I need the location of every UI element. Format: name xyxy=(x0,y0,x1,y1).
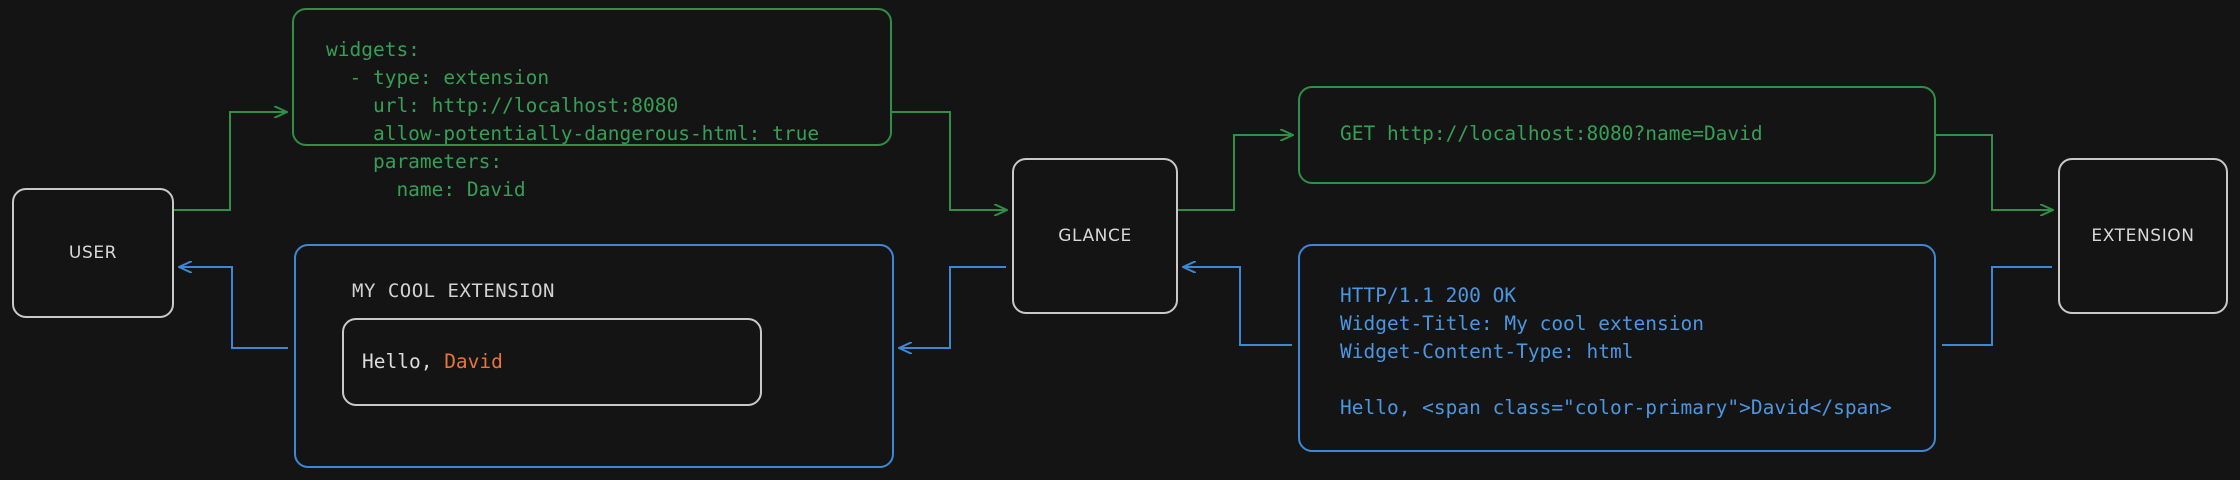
widget-greeting-prefix: Hello, xyxy=(362,350,445,373)
node-extension-label: EXTENSION xyxy=(2091,226,2195,246)
green-request-path xyxy=(174,112,2052,210)
http-response-panel: HTTP/1.1 200 OK Widget-Title: My cool ex… xyxy=(1298,244,1936,452)
yaml-config-text: widgets: - type: extension url: http://l… xyxy=(326,38,820,201)
http-request-panel: GET http://localhost:8080?name=David xyxy=(1298,86,1936,184)
http-request-text: GET http://localhost:8080?name=David xyxy=(1340,122,1763,145)
yaml-config-panel: widgets: - type: extension url: http://l… xyxy=(292,8,892,201)
http-response-text: HTTP/1.1 200 OK Widget-Title: My cool ex… xyxy=(1340,284,1892,419)
blue-response-path xyxy=(180,267,2052,348)
node-glance-label: GLANCE xyxy=(1058,226,1132,246)
widget-content-card: Hello, David xyxy=(342,318,762,406)
widget-greeting-name: David xyxy=(444,350,503,373)
node-extension[interactable]: EXTENSION xyxy=(2058,158,2228,314)
widget-title: MY COOL EXTENSION xyxy=(352,280,555,302)
widget-greeting: Hello, David xyxy=(362,350,503,373)
node-user[interactable]: USER xyxy=(12,188,174,318)
rendered-widget-panel: MY COOL EXTENSION Hello, David xyxy=(294,244,894,468)
node-glance[interactable]: GLANCE xyxy=(1012,158,1178,314)
node-user-label: USER xyxy=(68,243,118,263)
